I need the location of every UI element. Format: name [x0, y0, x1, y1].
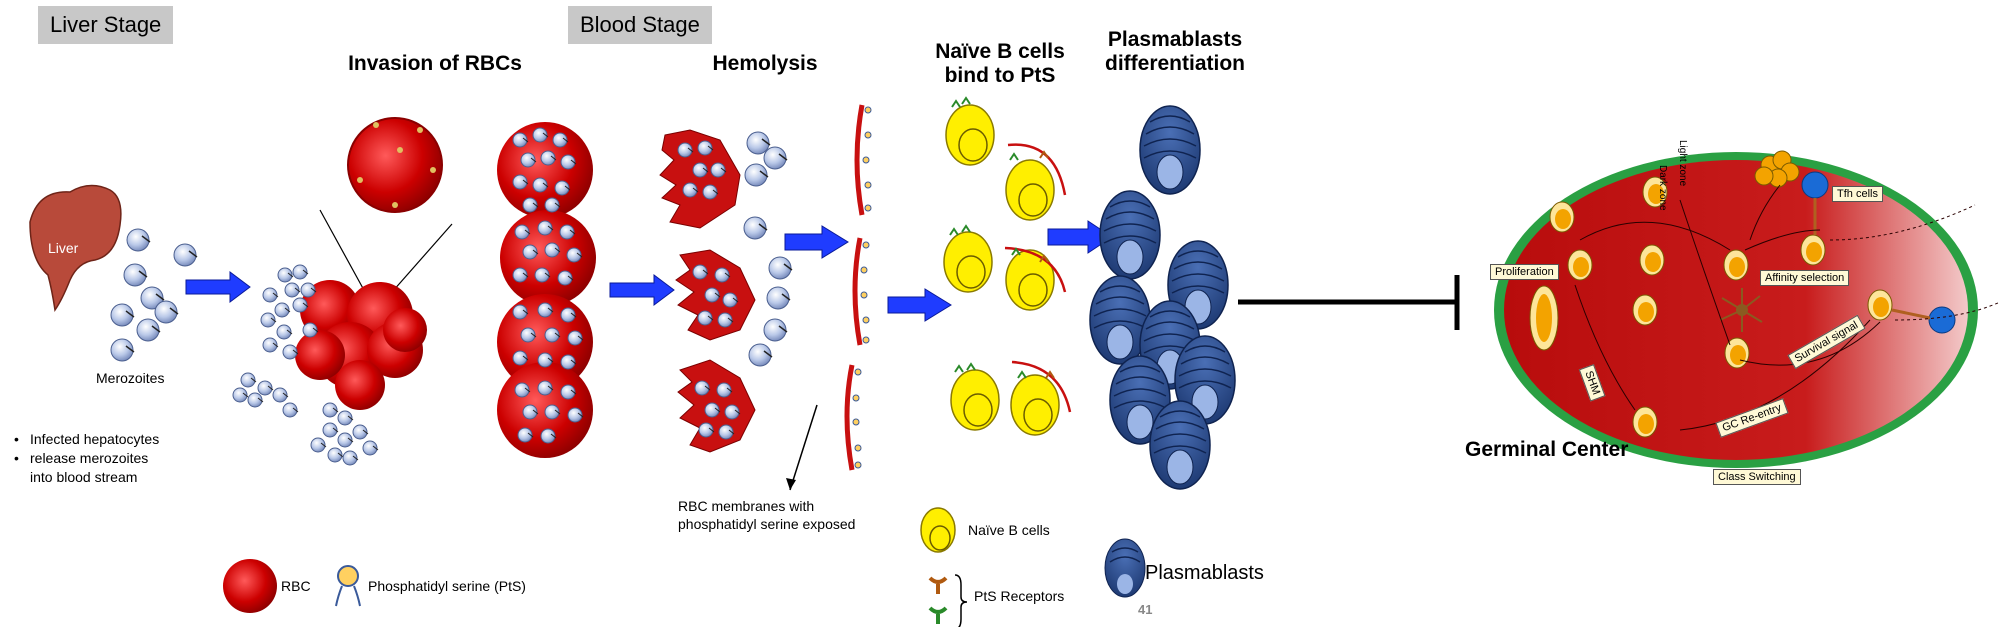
bullet-item: Infected hepatocytes [14, 430, 159, 449]
inhibition-arrow [1238, 275, 1460, 330]
gc-tfh-label: Tfh cells [1832, 186, 1883, 202]
liver-label: Liver [48, 240, 79, 256]
germinal-center-title: Germinal Center [1465, 438, 1629, 461]
legend-pts-label: Phosphatidyl serine (PtS) [368, 578, 526, 594]
rbc-membranes-label: RBC membranes with phosphatidyl serine e… [678, 497, 855, 533]
tfh-cell-1 [1801, 171, 1829, 235]
legend-pts-receptors-label: PtS Receptors [974, 588, 1065, 604]
rbc-membranes-line1: RBC membranes with [678, 498, 815, 514]
arrow-2 [609, 274, 675, 306]
arrow-1 [185, 271, 251, 303]
bullet-item: release merozoites [14, 449, 159, 468]
germinal-center [1494, 150, 2001, 468]
stage-label-blood: Blood Stage [568, 6, 712, 44]
legend-plasmablast-icon [1104, 538, 1146, 598]
gc-affinity-label: Affinity selection [1760, 270, 1850, 286]
naive-b-cells-group [943, 96, 1072, 436]
arrow-3 [784, 225, 849, 259]
legend-naive-icon [920, 507, 956, 553]
rbc-membranes [786, 104, 872, 491]
merozoites-group [110, 228, 198, 362]
legend-naive-label: Naïve B cells [968, 522, 1050, 538]
bullet-item: into blood stream [30, 469, 138, 485]
title-naive-line1: Naïve B cells [935, 40, 1065, 63]
legend-pts-icon [335, 565, 361, 607]
plasmablasts-group [1089, 105, 1236, 490]
hemolysis-cells [659, 129, 793, 453]
bullet-list: Infected hepatocytes release merozoites … [14, 430, 159, 487]
follicular-cluster [1754, 150, 1800, 188]
gc-proliferation-label: Proliferation [1490, 264, 1559, 280]
gc-class-switching-label: Class Switching [1713, 469, 1801, 485]
legend-rbc-icon [223, 559, 277, 613]
title-plasmablasts: Plasmablasts differentiation [1080, 28, 1270, 76]
gc-dark-zone-label: Dark zone [1657, 165, 1668, 211]
stage-label-liver: Liver Stage [38, 6, 174, 44]
title-plasma-line1: Plasmablasts [1107, 28, 1243, 51]
legend-rbc-label: RBC [281, 578, 311, 594]
rbc-membranes-line2: phosphatidyl serine exposed [678, 516, 856, 532]
title-naive-line2: bind to PtS [944, 64, 1056, 87]
legend-plasmablasts-label: Plasmablasts [1145, 562, 1264, 584]
invasion-cluster [232, 117, 453, 466]
legend-receptor-icons [928, 574, 968, 627]
gc-light-zone-label: Light zone [1677, 140, 1688, 187]
page-number: 41 [1138, 602, 1153, 617]
title-plasma-line2: differentiation [1105, 52, 1245, 75]
dendritic-cell [1719, 288, 1763, 332]
infected-rbc-column [497, 122, 596, 458]
tfh-cell-2 [1891, 306, 1956, 334]
arrow-4 [887, 288, 952, 322]
title-naive-b-cells: Naïve B cells bind to PtS [910, 40, 1090, 88]
title-invasion: Invasion of RBCs [348, 52, 522, 75]
merozoites-label: Merozoites [96, 370, 165, 386]
title-hemolysis: Hemolysis [712, 52, 818, 75]
liver-shape [29, 184, 122, 312]
